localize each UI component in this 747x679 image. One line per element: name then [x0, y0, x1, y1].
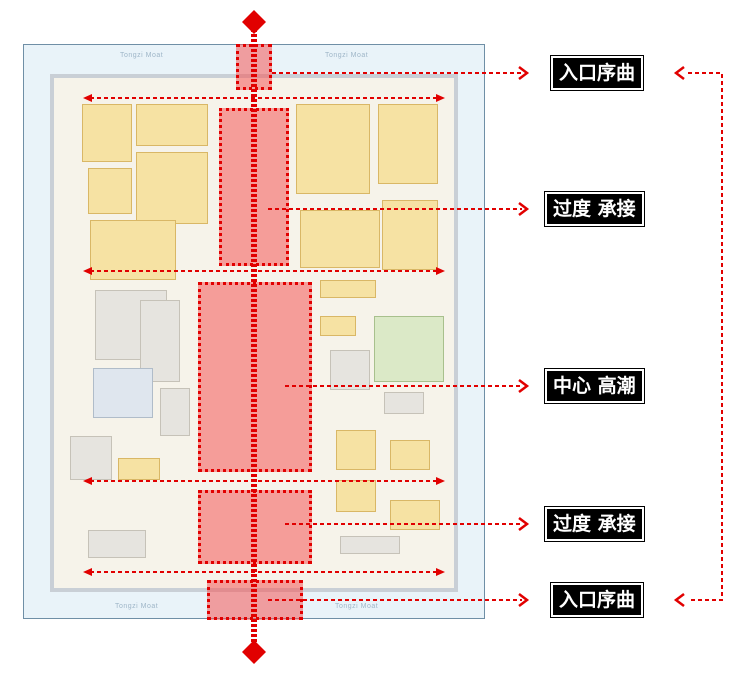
label-transition-upper: 过度 承接 [547, 194, 642, 224]
label-transition-lower: 过度 承接 [547, 509, 642, 539]
label-entrance-top: 入口序曲 [553, 58, 641, 88]
axis-bottom-arrowhead [242, 640, 266, 664]
label-center-climax: 中心 高潮 [547, 371, 642, 401]
axis-top-arrowhead [242, 10, 266, 34]
label-entrance-bottom: 入口序曲 [553, 585, 641, 615]
bracket-connector [688, 73, 722, 600]
